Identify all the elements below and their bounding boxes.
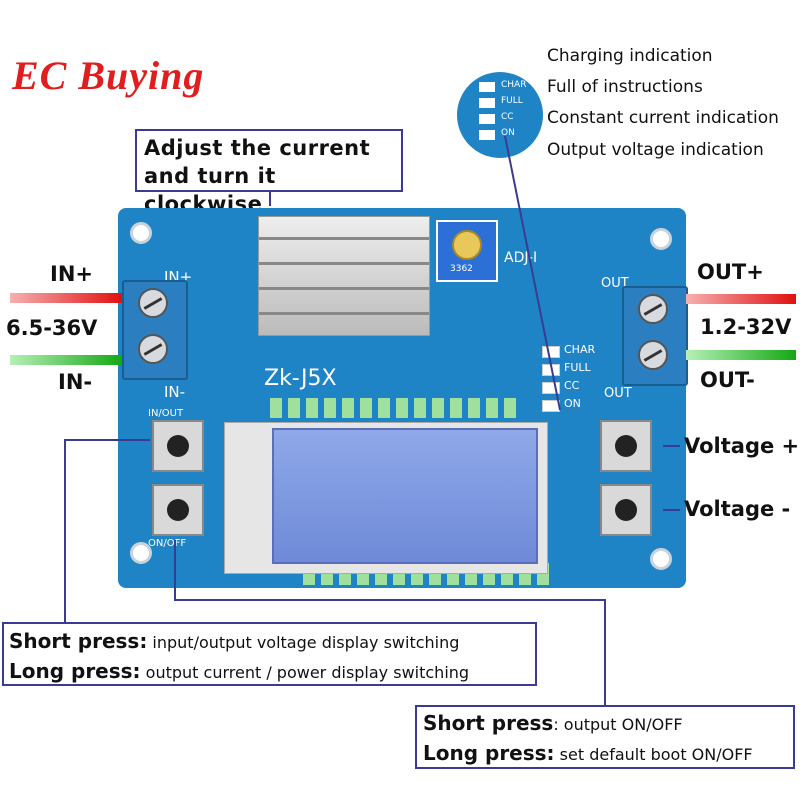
left-short-text: input/output voltage display switching (152, 633, 460, 652)
led-label-char: CHAR (564, 343, 596, 356)
on-off-callout: Short press: output ON/OFF Long press: s… (415, 705, 795, 769)
indication-full: Full of instructions (547, 77, 703, 97)
output-terminal[interactable] (622, 286, 688, 386)
left-short-key: Short press: (9, 629, 148, 653)
lcd-display (272, 428, 538, 564)
mag-label-char: CHAR (501, 80, 527, 90)
voltage-plus-label: Voltage + (684, 434, 800, 458)
board-model: Zk-J5X (264, 366, 337, 391)
silk-on-off: ON/OFF (148, 538, 187, 549)
right-long-key: Long press: (423, 741, 555, 765)
mag-label-full: FULL (501, 96, 523, 106)
adjust-current-callout: Adjust the current and turn it clockwise (135, 129, 403, 216)
adjust-note-line1: Adjust the current (144, 136, 371, 160)
led-cc: CC (540, 379, 610, 394)
left-long-key: Long press: (9, 659, 141, 683)
silk-in-minus: IN- (164, 383, 186, 401)
indication-charging: Charging indication (547, 46, 713, 66)
led-label-on: ON (564, 397, 581, 410)
potentiometer[interactable]: 3362 (436, 220, 498, 282)
output-plus-arrow (686, 294, 796, 304)
silk-out-top: OUT (601, 276, 629, 291)
pcb-board: 3362 ADJ-I Zk-J5X IN+ IN- OUT OUT IN/OUT… (118, 208, 686, 588)
input-minus-label: IN- (58, 370, 93, 394)
voltage-minus-label: Voltage - (684, 497, 791, 521)
indication-output-voltage: Output voltage indication (547, 140, 764, 160)
output-minus-label: OUT- (700, 368, 755, 392)
in-out-on-off-callout: Short press: input/output voltage displa… (2, 622, 537, 686)
input-plus-arrow (10, 293, 122, 303)
right-long-text: set default boot ON/OFF (559, 745, 753, 764)
heatsink (258, 216, 430, 336)
silk-out-bottom: OUT (604, 386, 632, 401)
output-minus-arrow (686, 350, 796, 360)
right-short-text: : output ON/OFF (553, 715, 683, 734)
input-screw-plus[interactable] (138, 288, 168, 318)
led-char: CHAR (540, 343, 610, 358)
voltage-plus-button[interactable] (600, 420, 652, 472)
left-long-text: output current / power display switching (145, 663, 470, 682)
input-range-label: 6.5-36V (6, 316, 98, 340)
right-short-key: Short press (423, 711, 554, 735)
output-plus-label: OUT+ (697, 260, 764, 284)
led-magnifier: CHAR FULL CC ON (457, 72, 543, 158)
output-range-label: 1.2-32V (700, 315, 792, 339)
voltage-minus-button[interactable] (600, 484, 652, 536)
input-minus-arrow (10, 355, 122, 365)
on-off-button[interactable] (152, 484, 204, 536)
in-out-button[interactable] (152, 420, 204, 472)
input-terminal[interactable] (122, 280, 188, 380)
led-label-cc: CC (564, 379, 580, 392)
pot-code: 3362 (450, 264, 473, 274)
brand-logo: EC Buying (12, 53, 205, 98)
input-screw-minus[interactable] (138, 334, 168, 364)
lcd-pins-top (270, 398, 520, 418)
silk-in-out: IN/OUT (148, 408, 184, 419)
output-screw-plus[interactable] (638, 294, 668, 324)
led-label-full: FULL (564, 361, 591, 374)
output-screw-minus[interactable] (638, 340, 668, 370)
mag-label-cc: CC (501, 112, 514, 122)
input-plus-label: IN+ (50, 262, 93, 286)
led-on: ON (540, 397, 610, 412)
mag-label-on: ON (501, 128, 515, 138)
indication-constant-current: Constant current indication (547, 108, 779, 128)
